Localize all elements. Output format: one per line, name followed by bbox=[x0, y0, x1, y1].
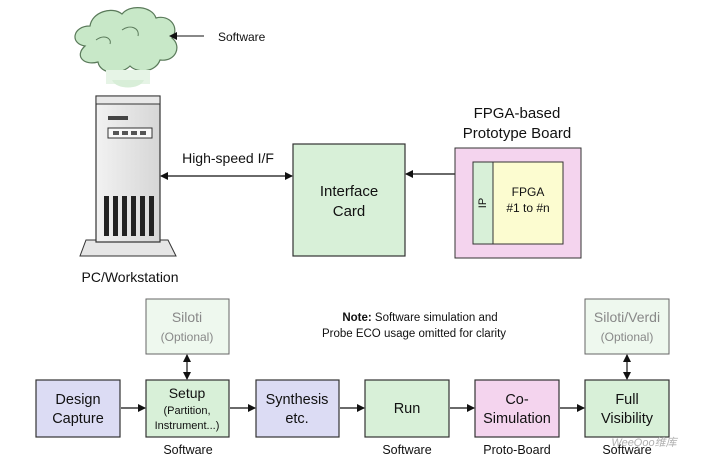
cosim-line2: Simulation bbox=[483, 411, 551, 427]
siloti-verdi-optional-box bbox=[584, 298, 670, 355]
board-title-line2: Prototype Board bbox=[463, 125, 571, 142]
link-label: High-speed I/F bbox=[182, 150, 274, 166]
synthesis-box bbox=[255, 379, 340, 438]
interface-card-line1: Interface bbox=[320, 183, 378, 200]
run-label: Run bbox=[394, 401, 421, 417]
pc-label: PC/Workstation bbox=[82, 269, 179, 285]
design-capture-line1: Design bbox=[55, 392, 100, 408]
note-text1: Software simulation and bbox=[372, 312, 498, 324]
board-title-line1: FPGA-based bbox=[474, 105, 561, 122]
setup-sub-line1: (Partition, bbox=[163, 405, 210, 417]
under-cosim-label: Proto-Board bbox=[483, 443, 550, 457]
siloti-verdi-title: Siloti/Verdi bbox=[594, 309, 660, 325]
note-line1: Note: Software simulation and bbox=[342, 312, 497, 324]
design-capture-box bbox=[35, 379, 121, 438]
full-visibility-box bbox=[584, 379, 670, 438]
software-cloud-icon bbox=[74, 7, 178, 88]
under-setup-label: Software bbox=[163, 443, 212, 457]
siloti-verdi-optional: (Optional) bbox=[601, 330, 654, 344]
under-full-label: Software bbox=[602, 443, 651, 457]
cloud-label: Software bbox=[218, 30, 266, 44]
note-bold: Note: bbox=[342, 312, 371, 324]
siloti-title: Siloti bbox=[172, 309, 202, 325]
setup-title: Setup bbox=[169, 385, 206, 401]
full-vis-line2: Visibility bbox=[601, 411, 654, 427]
pc-workstation-icon bbox=[79, 95, 177, 257]
interface-card-line2: Card bbox=[333, 203, 366, 220]
siloti-optional: (Optional) bbox=[161, 330, 214, 344]
synthesis-line2: etc. bbox=[285, 411, 308, 427]
interface-card-box bbox=[292, 143, 406, 257]
siloti-optional-box bbox=[145, 298, 230, 355]
note-line2: Probe ECO usage omitted for clarity bbox=[322, 328, 506, 340]
full-vis-line1: Full bbox=[615, 392, 638, 408]
fpga-label-line2: #1 to #n bbox=[506, 201, 549, 215]
cosimulation-box bbox=[474, 379, 560, 438]
synthesis-line1: Synthesis bbox=[266, 392, 329, 408]
under-run-label: Software bbox=[382, 443, 431, 457]
fpga-label-line1: FPGA bbox=[512, 185, 545, 199]
setup-sub-line2: Instrument...) bbox=[155, 420, 220, 432]
watermark: WeeQoo维库 bbox=[611, 436, 678, 449]
design-capture-line2: Capture bbox=[52, 411, 104, 427]
ip-label: IP bbox=[477, 198, 489, 208]
cosim-line1: Co- bbox=[505, 392, 529, 408]
fpga-block bbox=[492, 161, 564, 245]
setup-box bbox=[145, 379, 230, 438]
run-box bbox=[364, 379, 450, 438]
